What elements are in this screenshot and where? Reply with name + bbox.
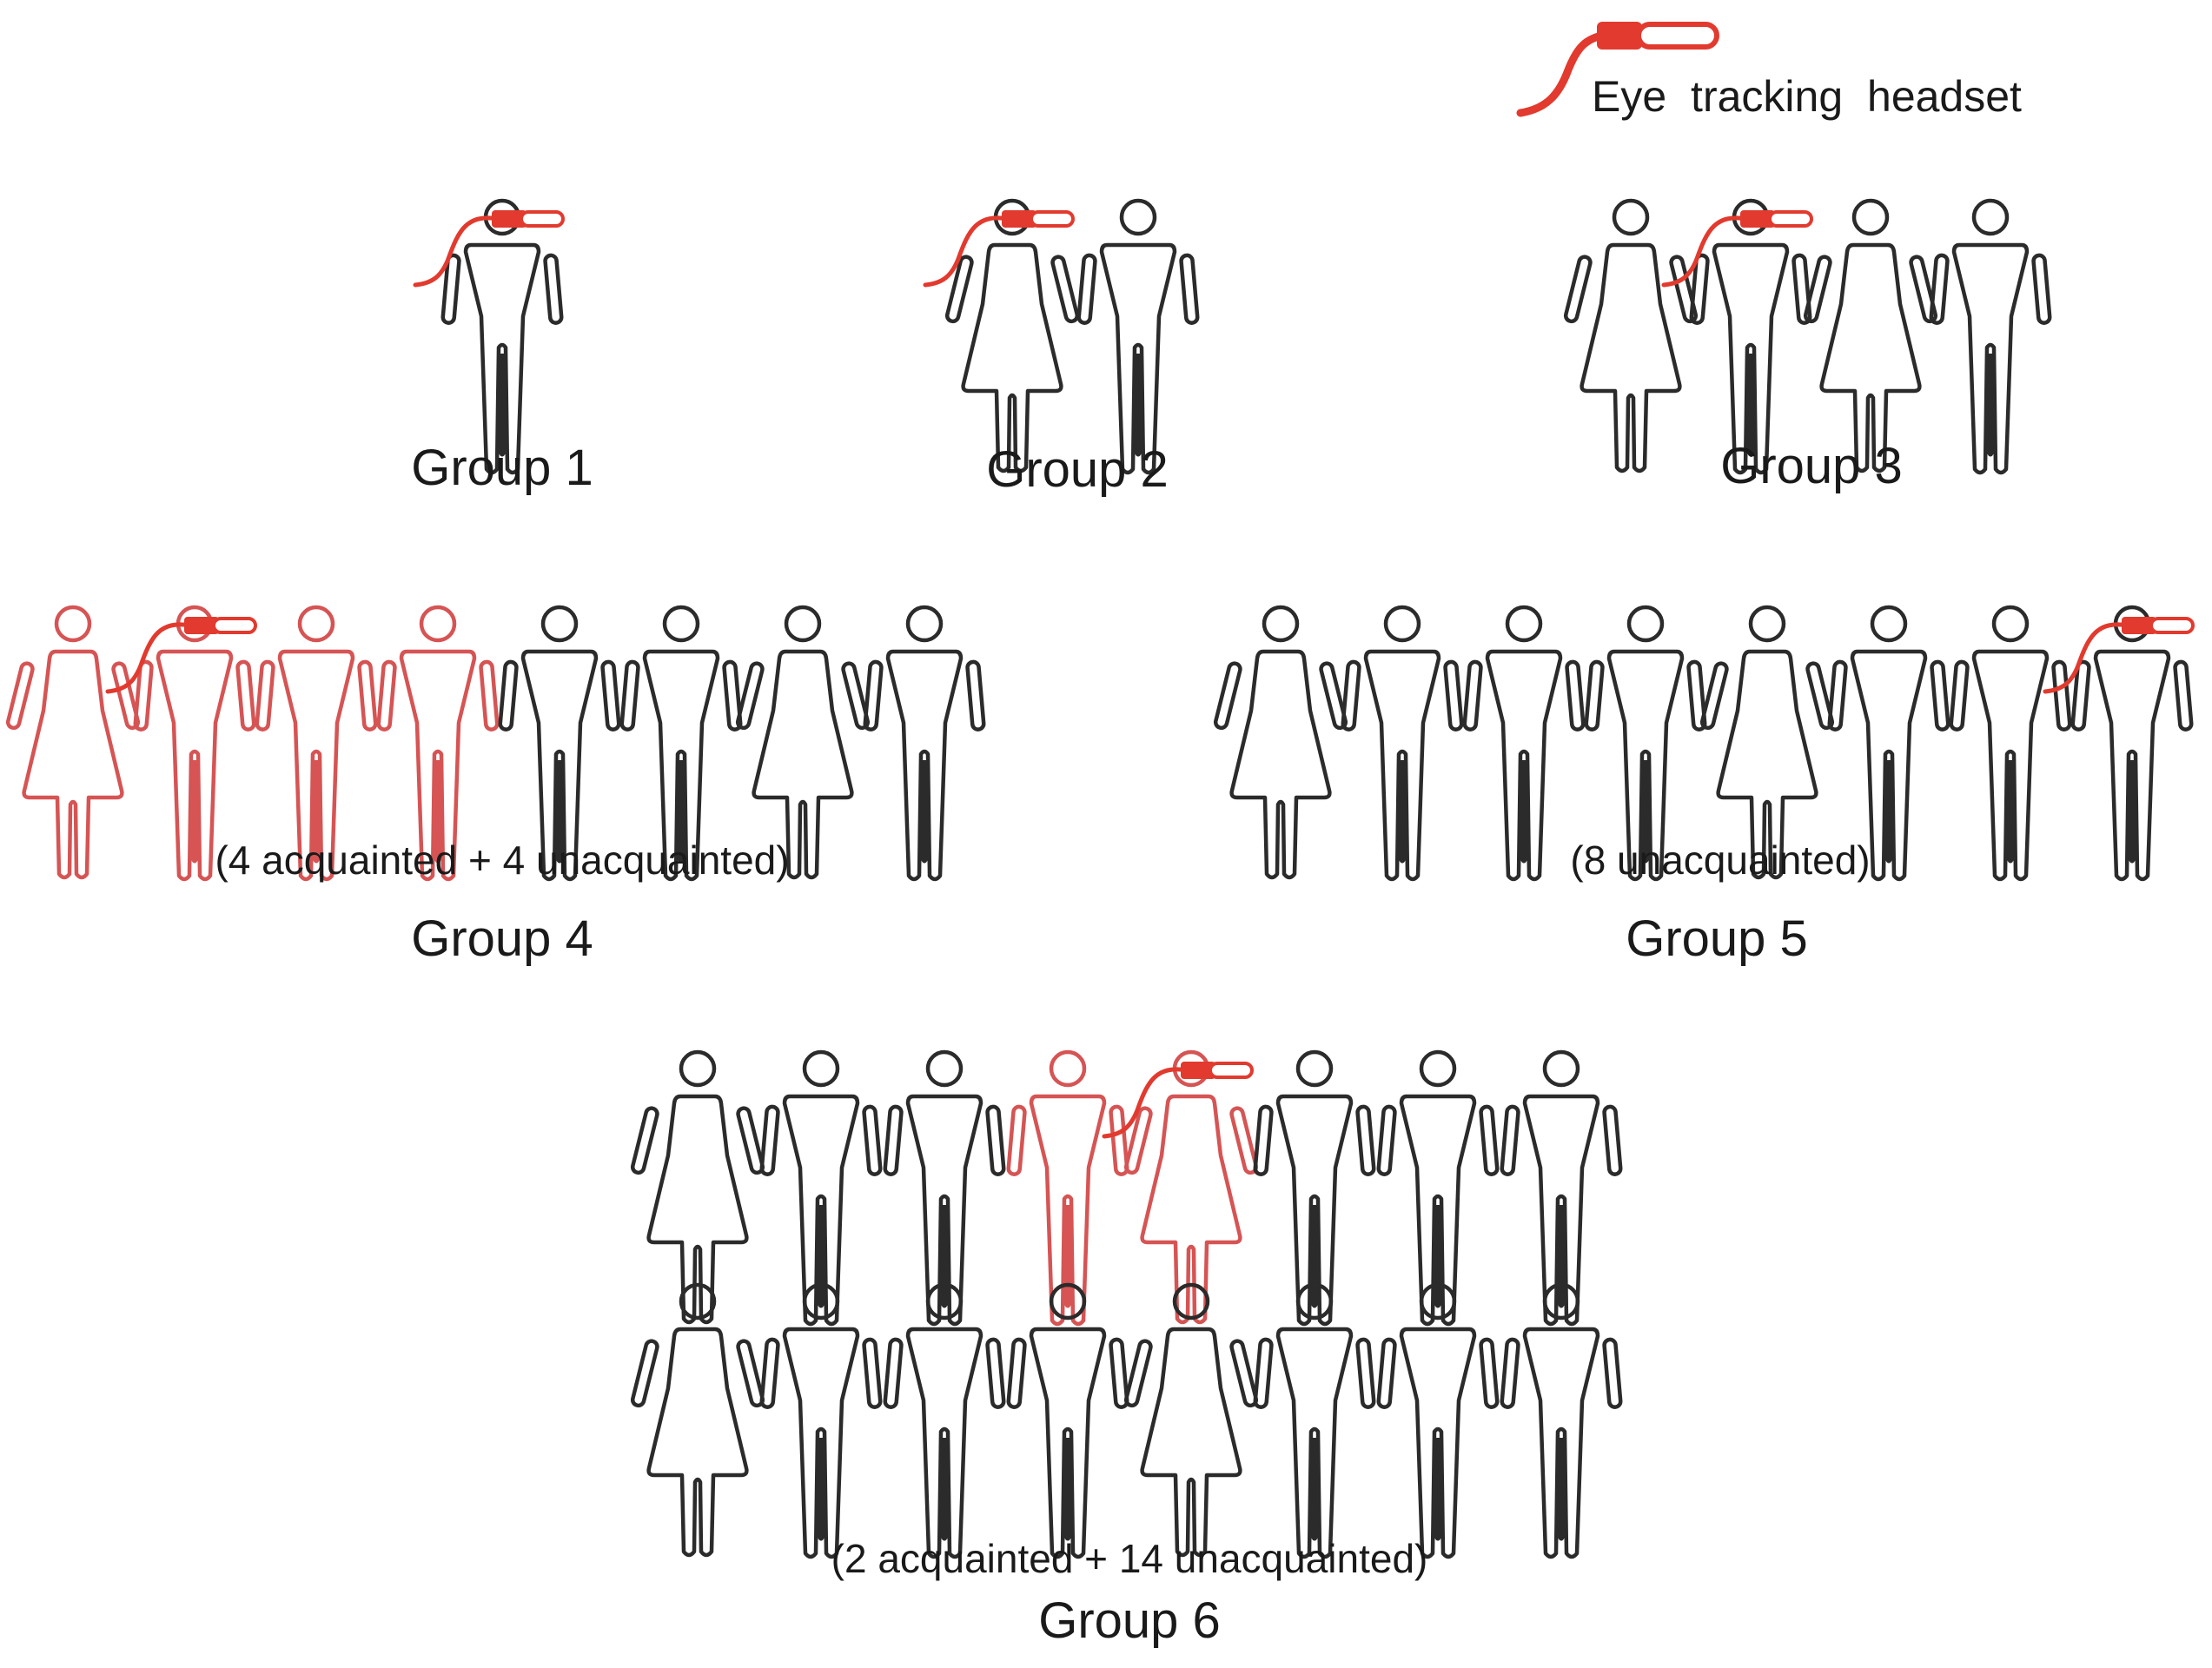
female-person-icon	[7, 607, 139, 877]
male-person-icon	[1950, 607, 2070, 879]
female-person-icon	[632, 1052, 764, 1322]
female-person-icon	[1215, 607, 1347, 877]
group-3: Group 3	[1565, 201, 2050, 494]
eye-tracking-headset-icon	[1516, 22, 1719, 117]
male-person-icon	[1464, 607, 1584, 879]
male-person-icon	[864, 607, 984, 879]
group-note: (2 acquainted + 14 unacquainted)	[831, 1536, 1428, 1581]
male-person-icon	[442, 201, 562, 473]
male-person-icon	[1378, 1285, 1498, 1557]
eye-tracking-headset-icon	[1104, 1062, 1252, 1136]
eye-tracking-headset-icon	[1664, 210, 1811, 285]
eye-tracking-headset-icon	[415, 210, 563, 285]
male-person-icon	[2072, 607, 2192, 879]
male-person-icon	[884, 1285, 1004, 1557]
group-label: Group 2	[986, 441, 1169, 498]
group-label: Group 5	[1626, 910, 1808, 967]
male-person-icon	[761, 1285, 881, 1557]
eye-tracking-headset-icon	[2045, 617, 2193, 692]
group-2: Group 2	[925, 201, 1198, 498]
male-person-icon	[1691, 201, 1811, 473]
female-person-icon	[1805, 201, 1937, 471]
male-person-icon	[1342, 607, 1462, 879]
legend-label: Eye tracking headset	[1592, 72, 2022, 121]
group-label: Group 3	[1720, 438, 1903, 494]
group-label: Group 1	[411, 440, 593, 496]
group-6: (2 acquainted + 14 unacquainted) Group 6	[632, 1052, 1621, 1649]
male-person-icon	[1008, 1285, 1128, 1557]
female-person-icon	[1565, 201, 1697, 471]
male-person-icon	[1931, 201, 2050, 473]
group-label: Group 6	[1038, 1592, 1221, 1649]
eye-tracking-headset-icon	[108, 617, 255, 692]
male-person-icon	[1255, 1285, 1374, 1557]
group-5: (8 unacquainted) Group 5	[1215, 607, 2193, 967]
male-person-icon	[1078, 201, 1198, 473]
female-person-icon	[632, 1285, 764, 1555]
group-note: (8 unacquainted)	[1570, 837, 1870, 883]
legend: Eye tracking headset	[1516, 22, 2022, 121]
group-1: Group 1	[411, 201, 593, 496]
group-label: Group 4	[411, 910, 593, 967]
male-person-icon	[1501, 1285, 1621, 1557]
group-note: (4 acquainted + 4 unacquainted)	[215, 837, 789, 883]
female-person-icon	[1125, 1285, 1257, 1555]
eye-tracking-headset-icon	[925, 210, 1073, 285]
group-4: (4 acquainted + 4 unacquainted) Group 4	[7, 607, 984, 967]
